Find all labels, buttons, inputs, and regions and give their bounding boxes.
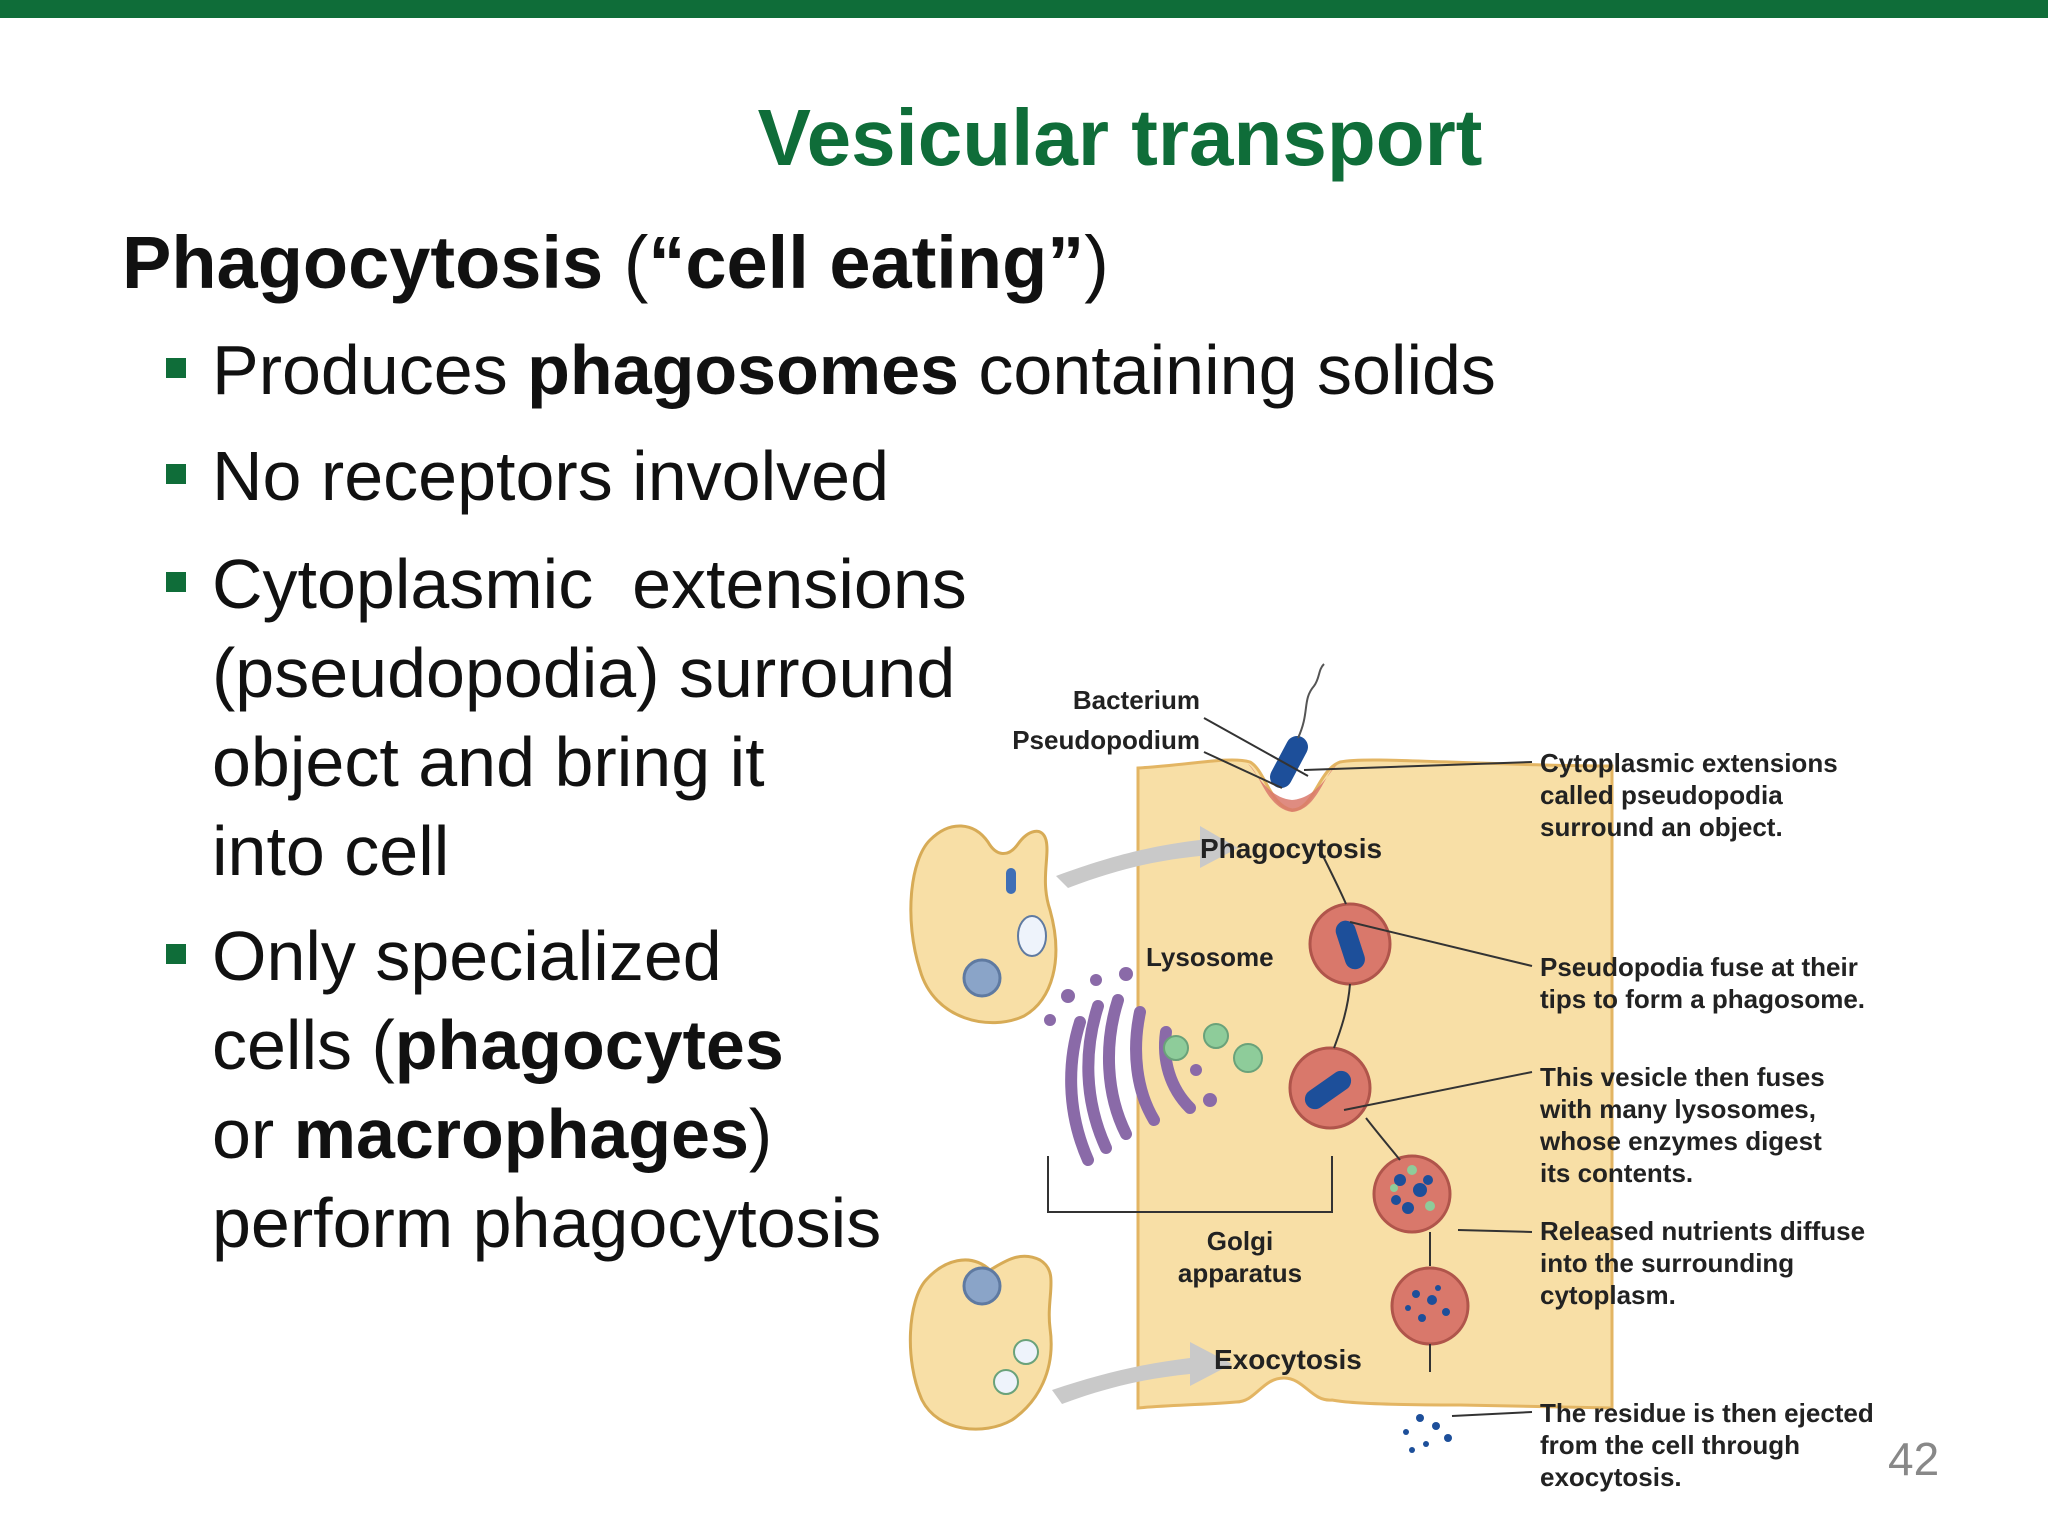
phagocyte-bottom-nucleus bbox=[962, 1266, 1002, 1306]
bullet-phagosomes: Produces phagosomes containing solids bbox=[166, 326, 1496, 415]
bullet-2-text: No receptors involved bbox=[212, 437, 889, 515]
exocytosis-big-arrow bbox=[1052, 1342, 1232, 1404]
callout-1: Cytoplasmic extensions called pseudopodi… bbox=[1540, 748, 1838, 842]
phagocyte-top bbox=[909, 824, 1058, 1025]
phagosome-bacterium bbox=[1335, 920, 1365, 970]
golgi-bracket bbox=[1047, 1156, 1333, 1213]
bullet-4-line-3-post: ) bbox=[748, 1095, 773, 1173]
label-golgi-2: apparatus bbox=[1178, 1258, 1302, 1288]
flow-arrows bbox=[1319, 849, 1431, 1372]
label-phagocytosis: Phagocytosis bbox=[1200, 833, 1382, 864]
callout-3: This vesicle then fuses with many lysoso… bbox=[1539, 1062, 1825, 1188]
heading-quote: “cell eating” bbox=[648, 221, 1085, 304]
slide-heading: Phagocytosis (“cell eating”) bbox=[122, 220, 1109, 305]
bullet-no-receptors: No receptors involved bbox=[166, 432, 889, 521]
lysosomes bbox=[1163, 1023, 1263, 1073]
bullet-3-line-4: into cell bbox=[212, 812, 450, 890]
label-lysosome: Lysosome bbox=[1146, 942, 1274, 972]
callout-1-line-2: called pseudopodia bbox=[1540, 780, 1783, 810]
callout-4-line-2: into the surrounding bbox=[1540, 1248, 1794, 1278]
heading-close: ) bbox=[1084, 221, 1109, 304]
bullet-4-line-4: perform phagocytosis bbox=[212, 1184, 882, 1262]
digestion-particles bbox=[1391, 1174, 1433, 1214]
label-bacterium: Bacterium bbox=[1073, 685, 1200, 715]
cell-cytoplasm bbox=[1136, 758, 1614, 1410]
callout-1-line-2-bold: pseudopodia bbox=[1621, 780, 1783, 810]
phagocytosis-diagram: Bacterium Pseudopodium Phagocytosis Lyso… bbox=[908, 663, 1874, 1492]
callout-2-line-1: Pseudopodia fuse at their bbox=[1540, 952, 1858, 982]
bullet-4-line-3-pre: or bbox=[212, 1095, 294, 1173]
callout-3-line-3: whose enzymes digest bbox=[1539, 1126, 1822, 1156]
bullet-3-line-2: (pseudopodia) surround bbox=[212, 634, 956, 712]
bullet-4-line-3-bold: macrophages bbox=[293, 1095, 749, 1173]
callout-2-line-2: tips to form a phagosome. bbox=[1540, 984, 1865, 1014]
bullet-1-bold: phagosomes bbox=[527, 331, 959, 409]
phagocyte-bottom-vesicle-1 bbox=[1013, 1339, 1039, 1365]
bullet-3-line-3: object and bring it bbox=[212, 723, 765, 801]
slide-title: Vesicular transport bbox=[757, 93, 1483, 182]
exocytosed-residue bbox=[1403, 1414, 1452, 1453]
golgi-apparatus bbox=[1065, 994, 1196, 1166]
phagocyte-top-bacterium bbox=[1006, 868, 1016, 894]
bullet-4-line-2-bold: phagocytes bbox=[394, 1006, 784, 1084]
callout-1-line-3: surround an object. bbox=[1540, 812, 1783, 842]
heading-term: Phagocytosis bbox=[122, 221, 604, 304]
callout-3-line-2: with many lysosomes, bbox=[1539, 1094, 1816, 1124]
bullet-3-line-1: Cytoplasmic extensions bbox=[212, 545, 967, 623]
callout-1-line-2-pre: called bbox=[1540, 780, 1621, 810]
callout-4-line-1: Released nutrients diffuse bbox=[1540, 1216, 1865, 1246]
callout-5-line-3: exocytosis. bbox=[1540, 1462, 1682, 1492]
callout-5-line-2: from the cell through bbox=[1540, 1430, 1800, 1460]
digesting-vesicle bbox=[1372, 1154, 1452, 1234]
bullet-4-line-1: Only specialized bbox=[212, 917, 722, 995]
callout-2: Pseudopodia fuse at their tips to form a… bbox=[1540, 952, 1865, 1014]
label-exocytosis: Exocytosis bbox=[1214, 1344, 1362, 1375]
top-accent-bar bbox=[0, 0, 2048, 18]
digestion-enzymes bbox=[1390, 1165, 1435, 1211]
callout-5-line-1: The residue is then ejected bbox=[1540, 1398, 1874, 1428]
residue-vesicle bbox=[1390, 1266, 1470, 1346]
callout-3-line-4: its contents. bbox=[1540, 1158, 1693, 1188]
bullet-4-line-3: or macrophages) bbox=[212, 1090, 881, 1179]
bullet-specialized-cells: Only specialized cells (phagocytes or ma… bbox=[165, 912, 882, 1268]
bacterium bbox=[1270, 735, 1308, 789]
callout-4-line-3: cytoplasm. bbox=[1540, 1280, 1676, 1310]
fusing-bacterium bbox=[1304, 1070, 1352, 1110]
label-golgi-1: Golgi bbox=[1207, 1226, 1273, 1256]
bullet-4-line-2-pre: cells ( bbox=[212, 1006, 395, 1084]
phagocyte-top-nucleus bbox=[962, 958, 1002, 998]
phagocytosis-big-arrow bbox=[1056, 826, 1238, 888]
residue-particles bbox=[1405, 1285, 1450, 1322]
phagocyte-top-vesicle bbox=[1017, 915, 1047, 957]
pseudopodium bbox=[1248, 764, 1338, 812]
phagocyte-bottom-vesicle-2 bbox=[993, 1369, 1019, 1395]
golgi-vesicles bbox=[1044, 967, 1217, 1107]
bullet-1-post: containing solids bbox=[958, 331, 1496, 409]
bullet-pseudopodia: Cytoplasmic extensions (pseudopodia) sur… bbox=[166, 540, 967, 896]
callout-4: Released nutrients diffuse into the surr… bbox=[1540, 1216, 1865, 1310]
callout-leaders bbox=[1203, 717, 1533, 1417]
callout-3-line-1: This vesicle then fuses bbox=[1540, 1062, 1825, 1092]
callout-1-line-1: Cytoplasmic extensions bbox=[1540, 748, 1838, 778]
bacterium-flagellum bbox=[1297, 663, 1325, 739]
heading-open: ( bbox=[603, 221, 649, 304]
page-number: 42 bbox=[1888, 1433, 1940, 1485]
callout-5: The residue is then ejected from the cel… bbox=[1540, 1398, 1874, 1492]
label-pseudopodium: Pseudopodium bbox=[1012, 725, 1200, 755]
bullet-1-pre: Produces bbox=[212, 331, 528, 409]
bullet-4-line-2: cells (phagocytes bbox=[212, 1001, 881, 1090]
